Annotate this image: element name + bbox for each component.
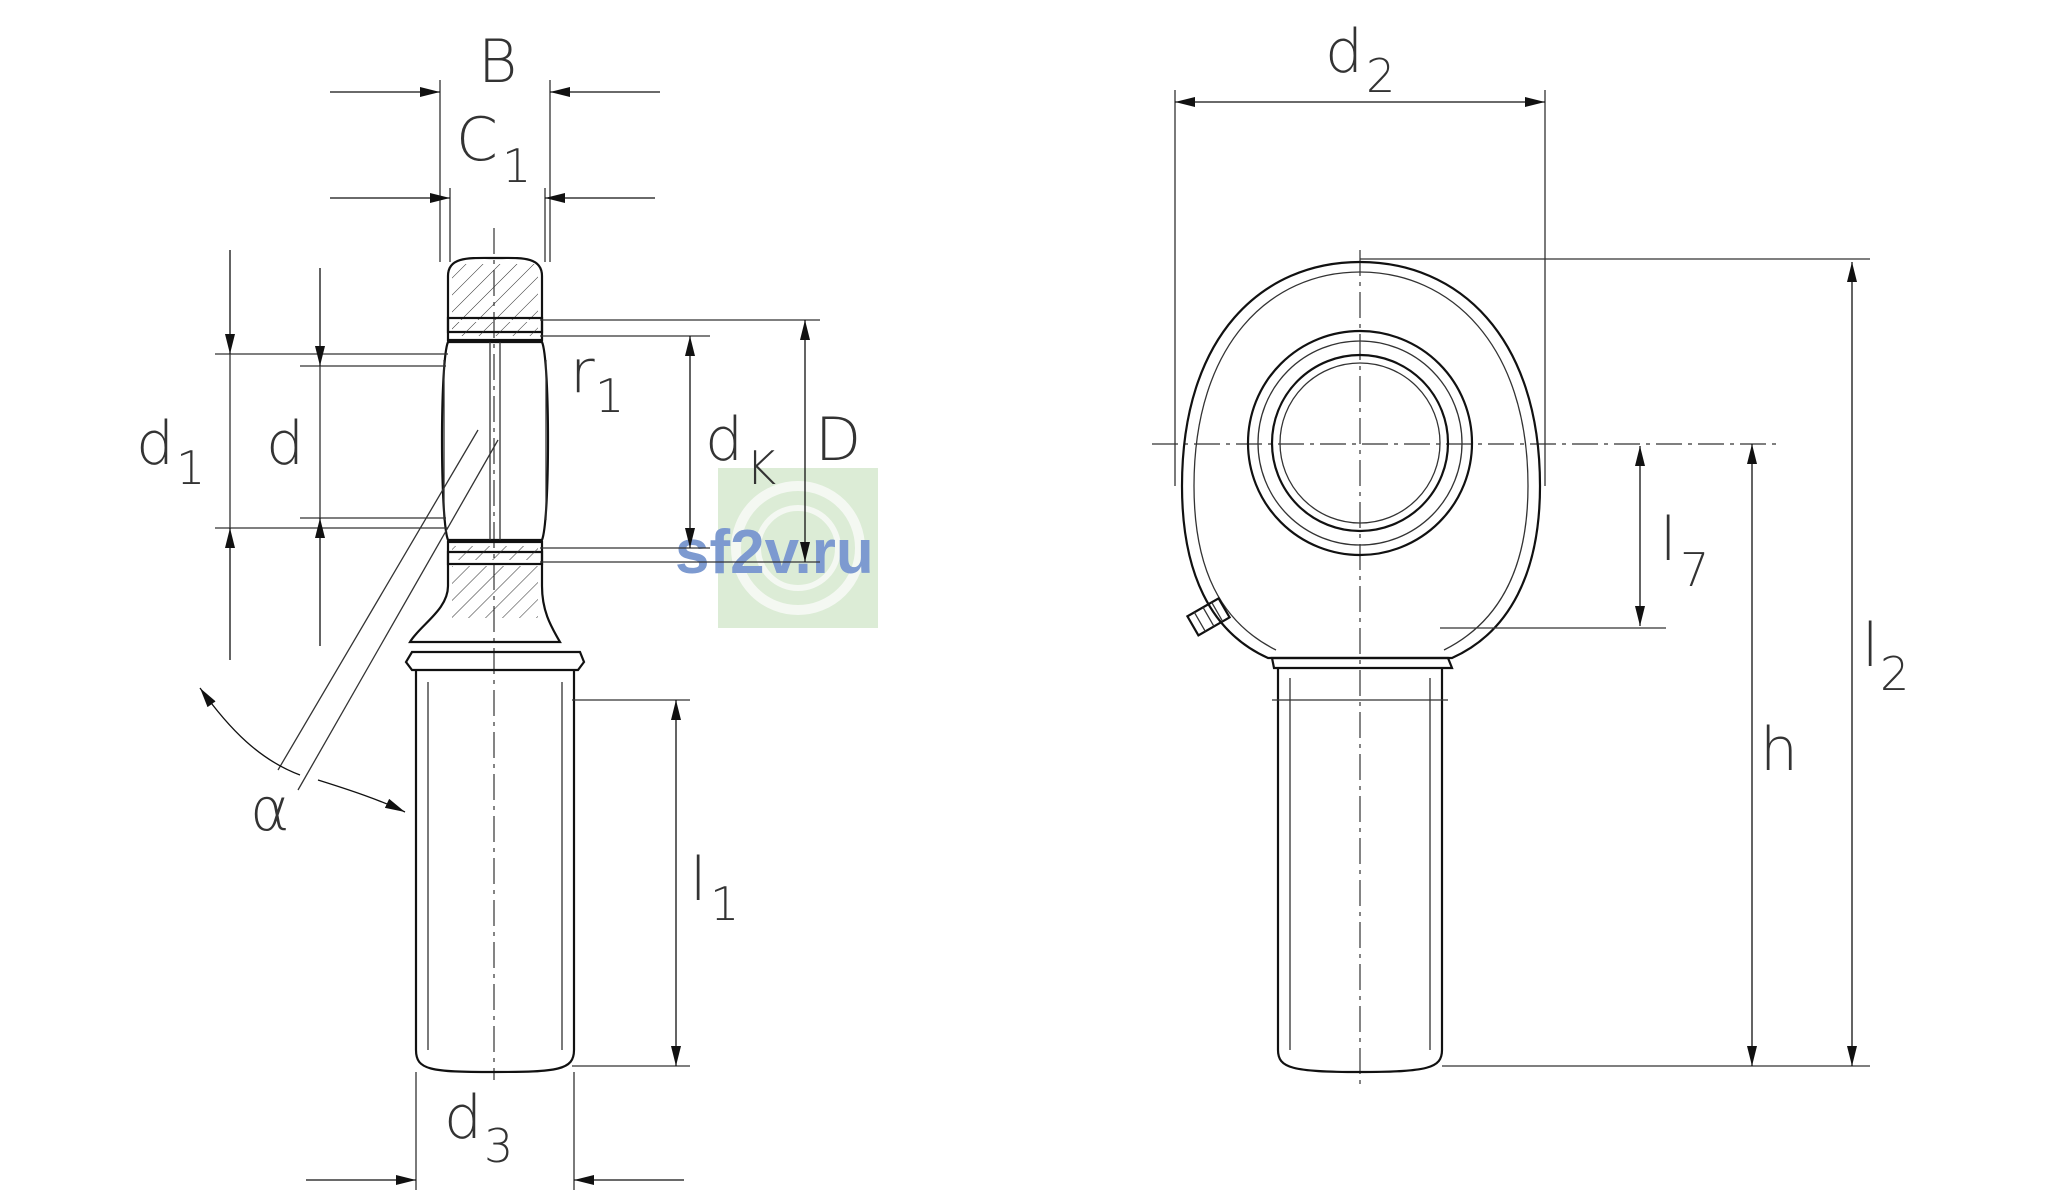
label-d: d	[266, 409, 304, 479]
label-l1-sub: 1	[710, 877, 739, 931]
label-d2-sub: 2	[1366, 49, 1395, 103]
label-r1-sub: 1	[595, 369, 624, 423]
label-l2: l	[1862, 611, 1879, 681]
label-alpha: α	[250, 775, 290, 845]
label-l7: l	[1660, 505, 1677, 575]
dimension-labels: B C 1 d 1 d r 1 d K D α l 1 d 3 d 2 l 7 …	[136, 17, 1909, 1173]
label-l2-sub: 2	[1880, 647, 1909, 701]
label-d3: d	[444, 1083, 482, 1153]
section-view	[199, 80, 820, 1190]
label-C1-sub: 1	[502, 139, 531, 193]
label-dK-sub: K	[746, 441, 776, 495]
label-l7-sub: 7	[1680, 543, 1709, 597]
label-d2: d	[1325, 17, 1363, 87]
watermark-text: sf2v.ru	[675, 518, 874, 587]
label-d3-sub: 3	[484, 1119, 513, 1173]
label-dK: d	[705, 405, 743, 475]
label-D: D	[815, 405, 861, 475]
label-h: h	[1760, 715, 1798, 785]
label-B: B	[478, 27, 517, 97]
label-r1: r	[570, 337, 595, 407]
label-C1: C	[456, 105, 498, 175]
label-l1: l	[690, 845, 707, 915]
label-d1: d	[136, 409, 174, 479]
watermark: sf2v.ru	[675, 468, 878, 628]
label-d1-sub: 1	[176, 441, 205, 495]
front-view	[1152, 90, 1870, 1085]
